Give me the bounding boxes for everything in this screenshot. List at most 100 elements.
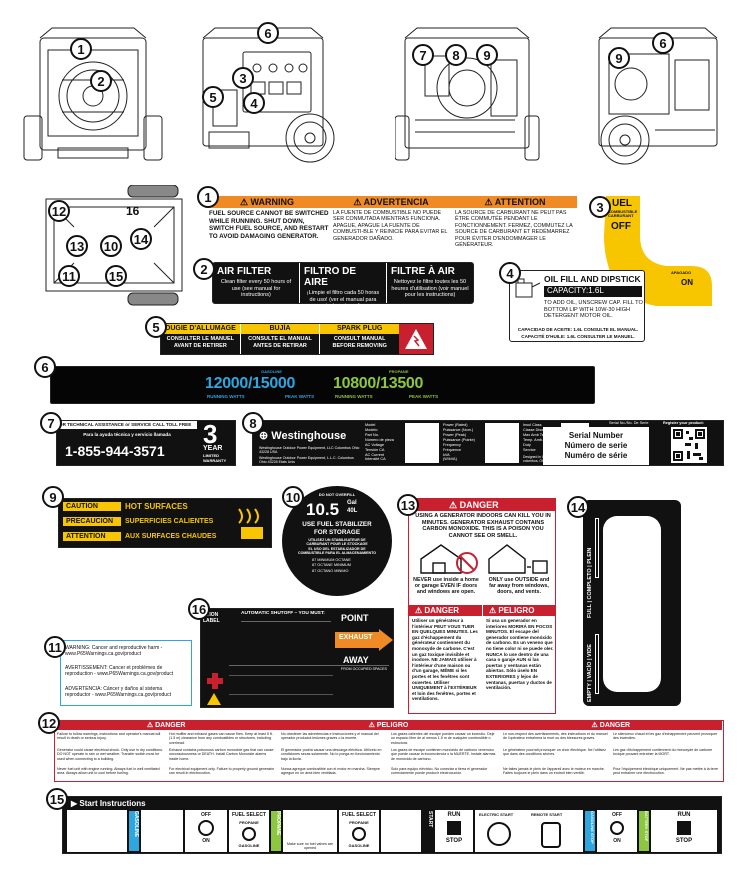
label-4-es: CAPACIDAD DE ACEITE: 1.6L CONSULTE EL MA…	[517, 327, 639, 332]
label-16-auto: AUTOMATIC SHUTOFF – YOU MUST:	[241, 611, 325, 616]
label-15-stop: STOP	[445, 838, 463, 844]
label-15-run: RUN	[447, 812, 461, 818]
callout-6: 6	[257, 22, 279, 44]
label-3-on: ON	[681, 278, 693, 287]
label-4-title: OIL FILL AND DIPSTICK	[544, 274, 641, 284]
label-13-only: ONLY use OUTSIDE and far away from windo…	[488, 577, 550, 596]
label-7-year-word: YEAR	[203, 445, 223, 452]
label-1-warning-es: ⚠ ADVERTENCIA	[353, 197, 429, 207]
label-15-selector	[242, 827, 256, 841]
label-8-field1	[405, 423, 439, 463]
callout-4: 4	[243, 92, 265, 114]
label-12-p12: Solo para equipo eléctrico. No conectar …	[391, 767, 488, 776]
label-2-desc-en: Clean filter every 50 hours of use (see …	[220, 279, 292, 299]
label-16-point: POINT	[341, 613, 369, 623]
label-8-serial-text: Serial Number Número de serie Numéro de …	[543, 431, 649, 461]
label-15-off: OFF	[201, 812, 211, 818]
label-10-t2: FOR STORAGE	[313, 529, 361, 536]
label-15-propane-b: PROPANE	[349, 820, 369, 825]
label-15-battery-stop-tab: BATTERY STOP	[639, 811, 649, 851]
callout-label-14: 14	[567, 496, 589, 518]
label-7-warranty: WARRANTY	[203, 458, 227, 463]
label-10-octane: 87 MINIMUM OCTANE 87 OCTANE MINIMUM 87 O…	[312, 558, 362, 574]
label-6-propane-header: PROPANE	[389, 369, 409, 374]
label-16-away-sub: FROM OCCUPIED SPACES	[341, 667, 387, 671]
callout-label-16: 16	[188, 598, 210, 620]
label-10-octane-es: 87 OCTANO MINIMO	[312, 568, 349, 573]
label-10-octane-fr: 87 OCTANE MINIMUM	[312, 563, 351, 568]
label-13-fr-header: ⚠ DANGER	[409, 605, 482, 616]
label-15-step-propane: Make sure no fuel valves are opened	[283, 810, 337, 852]
label-15-fuel-select: FUEL SELECT	[231, 812, 267, 818]
label-6-propane-value: 10800/13500	[333, 375, 424, 392]
label-12-p3: Never fuel unit with engine running. Alw…	[57, 767, 160, 776]
callout-2: 2	[90, 70, 112, 92]
label-14-window	[603, 516, 661, 692]
label-5-title-en: SPARK PLUG	[320, 324, 400, 334]
label-8-register: Register your product:	[663, 421, 704, 425]
label-8-serial-es: Número de serie	[564, 441, 628, 450]
label-1-warning-fr: ⚠ ATTENTION	[484, 197, 546, 207]
label-12-p10: Los gases calientes del escape pueden ca…	[391, 732, 495, 745]
callout-label-15: 15	[46, 788, 68, 810]
callout-12: 12	[48, 200, 70, 222]
label-5-col-fr: OUGIE D'ALLUMAGE CONSULTER LE MANUEL AVA…	[161, 324, 240, 354]
label-14-fuel-gauge: FULL | COMPLETO | PLEIN EMPTY | VACÍO | …	[583, 500, 681, 706]
label-8-brand: ⊕ Westinghouse	[259, 430, 347, 442]
label-1-text-fr: LA SOURCE DE CARBURANT NE PEUT PAS ÊTRE …	[455, 210, 573, 249]
label-15-electric-dial	[487, 822, 511, 846]
label-16-multilang-box	[229, 675, 333, 695]
label-12-p7: No obedecer las advertencias e instrucci…	[281, 732, 379, 741]
label-12-p11: Los gases de escape contienen monóxido d…	[391, 748, 496, 761]
label-12-p8: El generador podría causar una descarga …	[281, 748, 382, 761]
label-15-rocker-2	[677, 821, 691, 835]
label-7-phone: 1-855-944-3571	[65, 443, 165, 459]
label-2-col-es: FILTRO DE AIRE ¡Limpie el filtro cada 50…	[300, 263, 387, 309]
callout-label-9: 9	[42, 486, 64, 508]
label-7-limited: LIMITED	[203, 453, 219, 458]
label-15-knob-2	[610, 821, 624, 835]
label-6-propane-running: RUNNING WATTS	[335, 394, 373, 399]
label-9-attention-text: AUX SURFACES CHAUDES	[125, 533, 217, 540]
generator-back-view	[395, 27, 540, 161]
exhaust-arrow-icon	[335, 629, 393, 651]
label-6-gas-peak: PEAK WATTS	[285, 394, 315, 399]
callout-16-text: 16	[126, 204, 140, 218]
label-1-header: ⚠ WARNING ⚠ ADVERTENCIA ⚠ ATTENTION	[205, 196, 577, 208]
label-9-caution: CAUTION	[63, 502, 121, 511]
label-15-step-run-stop-2: RUN STOP	[651, 810, 717, 852]
label-15-switch-knob	[198, 820, 214, 836]
label-15-start-instructions: ▶ Start Instructions GASOLINE OFF ON FUE…	[62, 796, 722, 854]
callout-9: 9	[476, 44, 498, 66]
label-12-p18: Pour l'équipement électrique uniquement.…	[613, 767, 718, 776]
hot-surface-hand-icon	[238, 508, 263, 539]
callout-label-3: 3	[589, 196, 611, 218]
label-15-rocker	[447, 821, 461, 835]
label-15-on-2: ON	[613, 838, 621, 844]
label-12-danger-en: ⚠ DANGER	[146, 722, 186, 729]
callout-11: 11	[58, 265, 80, 287]
label-3-off: OFF	[611, 221, 631, 232]
label-12-p2: Generator could cause electrical shock. …	[57, 748, 164, 761]
label-12-p5: Exhaust contains poisonous carbon monoxi…	[169, 748, 274, 761]
label-15-electric-start: ELECTRIC START	[479, 812, 514, 817]
label-8-serial-fr: Numéro de série	[564, 451, 628, 460]
callout-10: 10	[100, 235, 122, 257]
label-9-row-2: PRECAUCIÓN SUPERFICIES CALIENTES	[63, 517, 213, 526]
label-8-company: Westinghouse Outdoor Power Equipment, LL…	[259, 446, 360, 455]
callout-1: 1	[70, 38, 92, 60]
label-11-fr: AVERTISSEMENT: Cancer et problèmes de re…	[65, 665, 174, 678]
label-15-step-gas-valve	[67, 810, 127, 852]
label-15-step-switch: OFF ON	[185, 810, 227, 852]
label-15-propane-tab: PROPANE	[271, 811, 281, 851]
label-2-desc-fr: Nettoyez le filtre toutes les 50 heures …	[391, 279, 469, 299]
label-4-oil-fill: OIL FILL AND DIPSTICK CAPACITY:1.6L TO A…	[509, 270, 645, 342]
label-12-danger-strip: ⚠ DANGER ⚠ PELIGRO ⚠ DANGER Failure to f…	[54, 720, 724, 782]
callout-15: 15	[105, 265, 127, 287]
label-5-desc-fr: CONSULTER LE MANUEL AVANT DE RETIRER	[166, 336, 235, 349]
label-15-gasoline-b: GASOLINE	[348, 843, 370, 848]
label-15-gasoline-a: GASOLINE	[238, 843, 260, 848]
label-15-title: ▶ Start Instructions	[71, 799, 146, 808]
label-15-remote-fob	[541, 822, 561, 848]
